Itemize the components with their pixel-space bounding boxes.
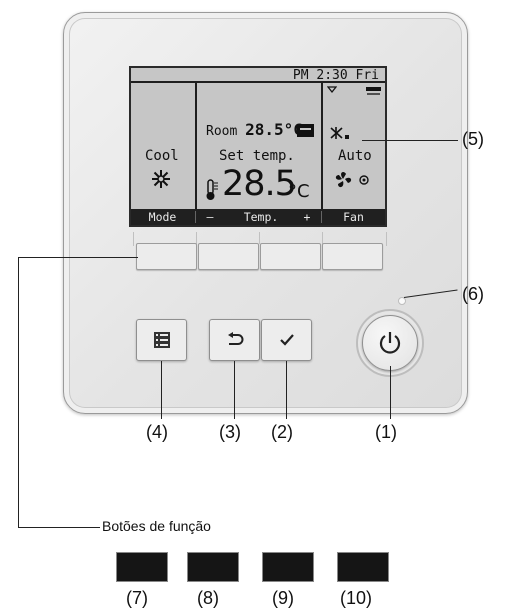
callout-2: (2) xyxy=(271,422,293,442)
set-temp-unit: °C xyxy=(288,181,310,202)
callout-line-function xyxy=(18,257,138,258)
menu-button[interactable] xyxy=(136,319,187,361)
confirm-button[interactable] xyxy=(261,319,312,361)
return-icon xyxy=(227,332,243,345)
power-button[interactable] xyxy=(362,315,418,371)
lcd-divider xyxy=(195,83,197,209)
callout-3: (3) xyxy=(219,422,241,442)
set-temp-label: Set temp. xyxy=(219,148,295,164)
room-temp: 28.5°C xyxy=(245,120,303,139)
footer-mode: Mode xyxy=(148,210,177,224)
callout-line-5 xyxy=(362,140,458,141)
operation-lamp xyxy=(398,297,406,305)
function-button-rail xyxy=(133,232,387,246)
footer-temp-plus: + xyxy=(303,210,311,224)
function-button-swatch-9 xyxy=(262,552,314,582)
function-button-1[interactable] xyxy=(136,243,197,270)
lcd-function-bar: Mode — Temp. + Fan xyxy=(131,209,385,225)
callout-line-2 xyxy=(286,361,287,419)
vane-icon xyxy=(330,127,349,139)
callout-line-function xyxy=(18,257,19,528)
filter-icon xyxy=(327,86,337,94)
callout-8: (8) xyxy=(197,588,219,608)
clock-display: PM 2:30 Fri xyxy=(131,68,385,83)
callout-9: (9) xyxy=(272,588,294,608)
function-button-swatch-7 xyxy=(116,552,168,582)
callout-line-1 xyxy=(390,366,391,419)
callout-1: (1) xyxy=(375,422,397,442)
room-temp-readout: Room 28.5°C xyxy=(206,120,303,139)
room-label: Room xyxy=(206,124,238,139)
footer-temp-minus: — xyxy=(206,210,214,224)
callout-line-function xyxy=(18,527,100,528)
thermometer-icon xyxy=(206,179,218,200)
function-button-2[interactable] xyxy=(198,243,259,270)
function-buttons-label: Botões de função xyxy=(102,518,211,534)
set-temp-value: 28.5 xyxy=(222,164,297,204)
footer-fan: Fan xyxy=(343,210,364,224)
fan-icon xyxy=(335,171,369,188)
snowflake-icon xyxy=(152,170,170,188)
return-button[interactable] xyxy=(209,319,260,361)
fan-value: Auto xyxy=(338,148,372,164)
louver-icon xyxy=(366,87,381,95)
callout-4: (4) xyxy=(146,422,168,442)
footer-temp: Temp. xyxy=(243,210,279,224)
lcd-screen: PM 2:30 Fri Cool Room 28.5°C Set temp. 2… xyxy=(129,66,387,227)
function-button-swatch-10 xyxy=(337,552,389,582)
function-button-swatch-8 xyxy=(187,552,239,582)
mode-value: Cool xyxy=(145,148,179,164)
callout-line-3 xyxy=(234,361,235,419)
menu-icon xyxy=(153,332,170,348)
power-icon xyxy=(379,332,401,354)
callout-10: (10) xyxy=(340,588,373,608)
function-button-3[interactable] xyxy=(260,243,321,270)
function-button-4[interactable] xyxy=(322,243,383,270)
callout-7: (7) xyxy=(126,588,148,608)
sensor-icon xyxy=(297,124,314,137)
callout-line-4 xyxy=(161,361,162,419)
lcd-divider xyxy=(321,83,323,209)
check-icon xyxy=(279,334,294,346)
callout-6: (6) xyxy=(462,284,484,304)
callout-5: (5) xyxy=(462,129,484,149)
